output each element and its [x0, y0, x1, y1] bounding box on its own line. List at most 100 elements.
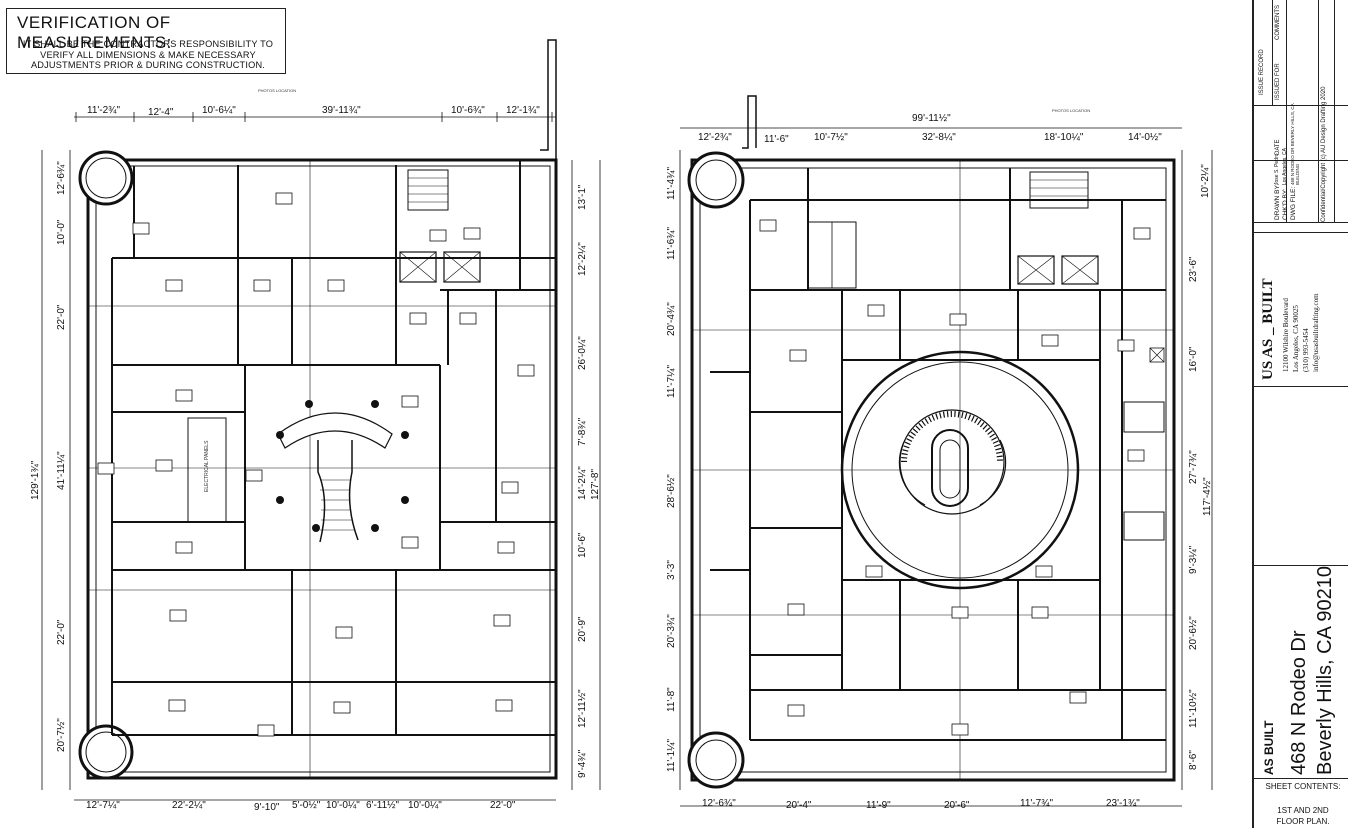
dim-text: 14'-2¼": [576, 466, 588, 500]
dim-text: 39'-11¾": [322, 105, 361, 116]
dim-total: 99'-11½": [912, 113, 951, 124]
plan2-right-dimensions: 10'-2¼" 23'-6" 16'-0" 27'-7¾" 9'-3¼" 20'…: [1187, 164, 1213, 770]
dim-text: 10'-2¼": [1199, 164, 1211, 198]
address-line-1: 468 N Rodeo Dr: [1288, 630, 1310, 775]
dim-text: 12'-1¾": [506, 105, 540, 116]
dim-text: 41'-11¼": [55, 451, 67, 490]
dim-text: 14'-0½": [1128, 132, 1162, 143]
dwg-file-label: DWG FILE:: [1290, 186, 1297, 220]
dim-text: 10'-7½": [814, 132, 848, 143]
plan2-bottom-dimensions: 12'-6¾" 20'-4" 11'-9" 20'-6" 11'-7¾" 23'…: [702, 798, 1140, 811]
dim-text: 27'-7¾": [1188, 450, 1199, 484]
dim-text: 12'-7¼": [86, 799, 120, 811]
dim-text: 8'-6": [1188, 750, 1199, 770]
dim-text: 20'-6½": [1188, 616, 1199, 650]
dim-text: 22'-0": [56, 619, 67, 645]
dim-text: 10'-6¾": [451, 105, 485, 116]
note-title: VERIFICATION OF MEASUREMENTS:: [17, 13, 172, 52]
photo-location-label: PHOTOS LOCATION: [258, 88, 296, 93]
sheet-contents-label: SHEET CONTENTS:: [1265, 782, 1341, 791]
firm-address-1: 12100 Wilshire Boulevard: [1282, 298, 1290, 372]
dim-text: 6'-11½": [366, 800, 400, 811]
electrical-panels-label: ELECTRICAL PANELS: [204, 440, 210, 492]
dim-text: 10'-0¼": [326, 799, 360, 811]
dim-text: 11'-1¼": [665, 738, 677, 772]
dim-text: 12'-11½": [577, 689, 588, 728]
dim-text: 3'-3": [666, 560, 677, 580]
floor-plans-drawing: 11'-2¾" 12'-4" 10'-6¼" 39'-11¾" 10'-6¾" …: [30, 39, 1213, 813]
dim-text: 23'-6": [1188, 256, 1199, 282]
dim-text: 9'-10": [254, 802, 280, 813]
dim-text: 26'-0¼": [576, 336, 588, 370]
first-floor-plan: [41, 39, 601, 801]
plan2-left-dimensions: 11'-4¾" 11'-6¾" 20'-4¾" 11'-7¼" 28'-6½" …: [665, 166, 677, 772]
dim-text: 9'-3¼": [1187, 545, 1199, 574]
dim-text: 12'-4": [148, 107, 174, 118]
dim-text: 11'-7¾": [1020, 798, 1054, 809]
dim-text: 20'-7½": [56, 718, 67, 752]
dim-text: 10'-0¼": [408, 799, 442, 811]
firm-phone: (310) 993-5454: [1302, 328, 1310, 372]
dim-text: 10'-6": [577, 532, 588, 558]
dim-text: 12'-2¼": [576, 242, 588, 276]
title-block: ISSUE RECORD DATE ISSUED FOR COMMENTS DR…: [1252, 0, 1348, 828]
comments-label: COMMENTS: [1275, 5, 1281, 40]
dim-text: 11'-10½": [1188, 689, 1199, 728]
dim-text: 20'-9": [577, 616, 588, 642]
dim-text: 28'-6½": [666, 474, 677, 508]
dwg-file-value: 468 N RODEO DR BEVERLY HILLS, CA BUILDIN…: [1290, 103, 1300, 185]
dim-total: 127'-8": [590, 469, 601, 500]
dim-text: 22'-0": [56, 304, 67, 330]
dim-text: 13'-1": [577, 184, 588, 210]
dim-text: 12'-6¾": [56, 161, 67, 195]
dim-text: 11'-6¾": [666, 226, 677, 260]
checked-by-value: Los Angeles, CA: [1282, 148, 1288, 185]
dim-text: 20'-4": [786, 800, 812, 811]
dim-text: 20'-6": [944, 800, 970, 811]
plan1-left-dimensions: 12'-6¾" 10'-0" 22'-0" 41'-11¼" 22'-0" 20…: [30, 161, 67, 752]
plan2-top-dimensions: 99'-11½" PHOTOS LOCATION 12'-2¾" 11'-6" …: [698, 108, 1162, 145]
dim-text: 11'-2¾": [87, 105, 121, 116]
dim-text: 11'-7¼": [665, 364, 677, 398]
firm-email: info@usasbuiltdrafting.com: [1312, 293, 1320, 372]
checked-by-label: CHK'D BY:: [1282, 188, 1289, 220]
firm-address-2: Los Angeles, CA 90025: [1292, 305, 1300, 372]
dim-text: 32'-8¼": [922, 131, 956, 143]
dim-total: 129'-1¾": [30, 460, 41, 500]
plan1-right-dimensions: 13'-1" 12'-2¼" 26'-0¼" 7'-8¾" 14'-2¼" 10…: [576, 184, 601, 778]
as-built-label: AS BUILT: [1262, 720, 1276, 775]
dim-text: 11'-4¾": [666, 166, 677, 200]
dim-text: 12'-6¾": [702, 798, 736, 809]
dim-text: 20'-4¾": [666, 302, 677, 336]
dim-text: 11'-9": [866, 800, 891, 811]
dim-text: 5'-0½": [292, 800, 321, 811]
dim-text: 18'-10¼": [1044, 131, 1084, 143]
dim-total: 117'-4½": [1202, 477, 1213, 516]
dim-text: 23'-1¾": [1106, 798, 1140, 809]
dim-text: 10'-0": [56, 219, 67, 245]
issue-record-label: ISSUE RECORD: [1259, 49, 1265, 95]
dim-text: 11'-6": [764, 134, 789, 145]
dim-text: 16'-0": [1188, 346, 1199, 372]
firm-name: US AS _ BUILT: [1260, 278, 1276, 380]
dim-text: 10'-6¼": [202, 104, 236, 116]
drawn-by-value: Jose S. Pedro: [1274, 153, 1280, 185]
note-body: IT SHALL BE THE CONTRACTORS RESPONSIBILI…: [22, 39, 274, 70]
dim-text: 9'-4¾": [577, 749, 588, 778]
sheet-contents-line-2: FLOOR PLAN.: [1276, 817, 1330, 826]
dim-text: 22'-0": [490, 800, 516, 811]
dim-text: 20'-3¾": [666, 614, 677, 648]
dim-text: 22'-2¼": [172, 799, 206, 811]
photo-location-label: PHOTOS LOCATION: [1052, 108, 1090, 113]
plan1-bottom-dimensions: 12'-7¼" 22'-2¼" 9'-10" 5'-0½" 10'-0¼" 6'…: [86, 799, 516, 813]
copyright-text: Confidential/Copyright (c) AU Design Dra…: [1321, 86, 1327, 222]
dim-text: 11'-8": [666, 687, 677, 712]
plan1-top-dimensions: 11'-2¾" 12'-4" 10'-6¼" 39'-11¾" 10'-6¾" …: [87, 88, 540, 118]
second-floor-plan: [679, 95, 1213, 807]
verification-note: VERIFICATION OF MEASUREMENTS: IT SHALL B…: [6, 8, 286, 74]
dim-text: 12'-2¾": [698, 132, 732, 143]
issued-for-label: ISSUED FOR: [1275, 63, 1281, 100]
address-line-2: Beverly Hills, CA 90210: [1314, 566, 1336, 775]
dim-text: 7'-8¾": [577, 417, 588, 446]
drawn-by-label: DRAWN BY:: [1274, 183, 1281, 220]
